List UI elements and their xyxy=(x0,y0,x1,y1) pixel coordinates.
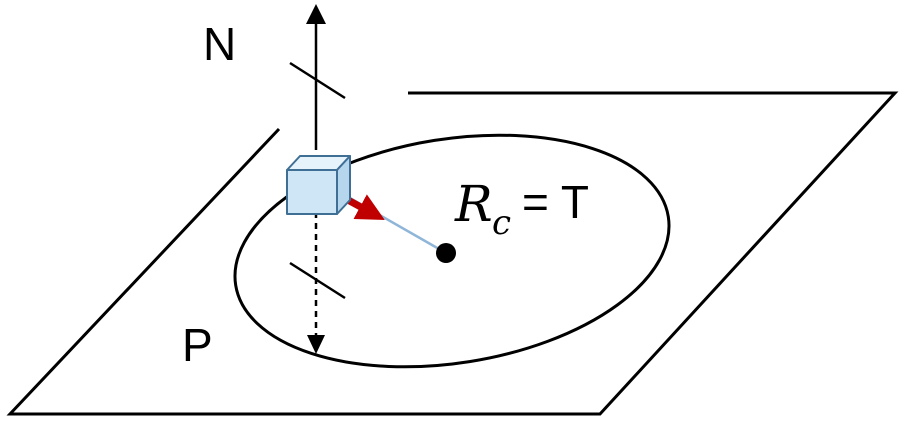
radius-equation: R c = T xyxy=(454,175,589,243)
plane-parallelogram xyxy=(6,91,899,416)
circular-path-ellipse xyxy=(233,133,671,369)
filled-dot-icon xyxy=(436,243,456,263)
cube-front-face xyxy=(286,169,338,215)
radius-symbol: R xyxy=(454,175,493,233)
axis-tick-lower xyxy=(289,261,346,300)
radius-subscript: c xyxy=(492,203,511,243)
cube-icon xyxy=(286,155,351,215)
plane-edge-main xyxy=(6,91,899,416)
axis-down-arrowhead xyxy=(307,335,325,354)
radius-equals-t: = T xyxy=(522,176,589,228)
normal-label: N xyxy=(203,18,236,70)
axis-tick-upper xyxy=(289,61,346,100)
plane-label: P xyxy=(182,319,213,371)
